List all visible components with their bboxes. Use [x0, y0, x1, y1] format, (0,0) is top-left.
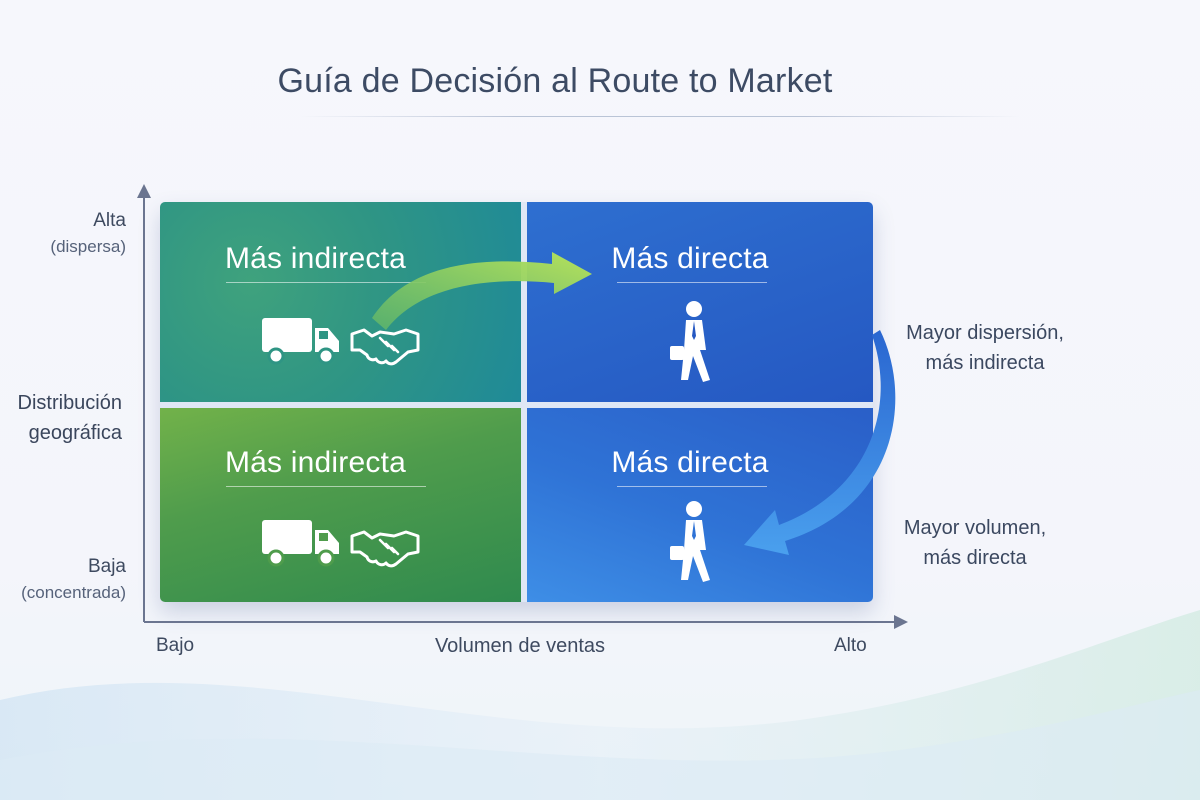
truck-icon	[262, 520, 339, 567]
quadrant-label-underline	[617, 282, 767, 283]
title-divider	[300, 116, 1020, 117]
salesperson-icon	[670, 301, 710, 382]
y-bottom-label: Baja	[87, 556, 126, 577]
note-volume-line1: Mayor volumen,	[903, 517, 1047, 539]
y-top-sublabel: (dispersa)	[50, 237, 126, 256]
quadrant-bottom-right: Más directa	[527, 408, 873, 602]
quadrant-bottom-left: Más indirecta	[160, 408, 521, 602]
y-axis-label-line2: geográfica	[28, 422, 122, 444]
y-axis-label: Distribución geográfica	[0, 388, 122, 448]
handshake-icon	[350, 328, 420, 366]
quadrant-top-right: Más directa	[527, 202, 873, 402]
quadrant-label-underline	[226, 486, 426, 487]
y-bottom-sublabel: (concentrada)	[21, 583, 126, 602]
x-axis-label: Volumen de ventas	[434, 635, 606, 657]
y-axis-top-tick: Alta (dispersa)	[0, 208, 126, 260]
y-axis-label-line1: Distribución	[17, 392, 122, 414]
quadrant-label: Más directa	[611, 446, 769, 479]
note-dispersion-line1: Mayor dispersión,	[906, 322, 1064, 344]
quadrant-label: Más indirecta	[224, 446, 406, 479]
truck-icon	[262, 318, 339, 365]
quadrant-label-underline	[226, 282, 426, 283]
note-dispersion: Mayor dispersión, más indirecta	[880, 318, 1090, 378]
quadrant-label: Más indirecta	[224, 242, 406, 275]
quadrant-label: Más directa	[611, 242, 769, 275]
note-volume: Mayor volumen, más directa	[880, 513, 1070, 573]
decision-matrix: Más indirecta Más directa Más indirecta	[160, 202, 873, 602]
page-title: Guía de Decisión al Route to Market	[277, 62, 833, 100]
note-volume-line2: más directa	[923, 547, 1027, 569]
x-axis-left-tick: Bajo	[156, 635, 195, 656]
quadrant-label-underline	[617, 486, 767, 487]
handshake-icon	[350, 530, 420, 568]
salesperson-icon	[670, 501, 710, 582]
quadrant-top-left: Más indirecta	[160, 202, 521, 402]
y-axis-bottom-tick: Baja (concentrada)	[0, 554, 126, 606]
y-top-label: Alta	[93, 210, 126, 231]
note-dispersion-line2: más indirecta	[925, 352, 1045, 374]
x-axis-right-tick: Alto	[834, 635, 867, 656]
